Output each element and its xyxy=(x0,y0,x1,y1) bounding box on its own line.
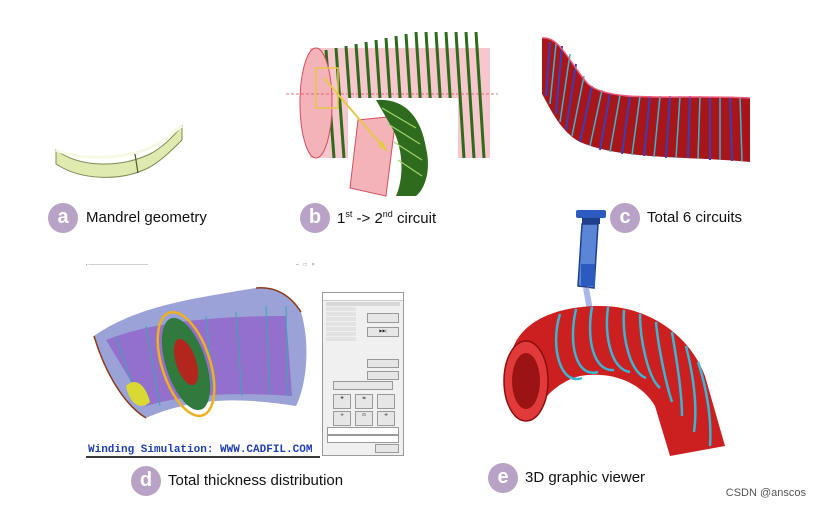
dialog-checkbox-row-2[interactable] xyxy=(326,312,356,316)
circuit-transition-image xyxy=(286,31,498,198)
caption-b-ordinal-1: 1 xyxy=(337,210,346,227)
graphics-options-dialog[interactable]: ▶▶| ✥ ⇆ ✢ ⊡ ✣ xyxy=(322,292,404,456)
watermark: CSDN @anscos xyxy=(725,487,806,499)
move-view-icon[interactable]: ✣ xyxy=(377,411,395,426)
pan-view-icon[interactable]: ✢ xyxy=(333,411,351,426)
dialog-title-bar xyxy=(323,293,403,301)
window-controls[interactable]: –□× xyxy=(296,262,320,268)
simulation-banner: Winding Simulation: WWW.CADFIL.COM xyxy=(88,444,313,456)
caption-b-arrow-2: -> 2 xyxy=(352,210,383,227)
dialog-checkbox-row-3[interactable] xyxy=(326,317,356,321)
caption-b-circuit: circuit xyxy=(392,210,437,227)
dialog-step-controls[interactable]: ▶▶| xyxy=(367,327,399,337)
window-title-bar: ▪ ───────────────────── xyxy=(86,262,149,267)
dialog-options-row xyxy=(326,302,400,306)
dialog-dropdown-2[interactable] xyxy=(327,435,399,443)
dialog-checkbox-row-1[interactable] xyxy=(326,307,356,311)
dialog-checkbox-row-5[interactable] xyxy=(326,327,356,331)
dialog-playback-button[interactable] xyxy=(367,313,399,323)
dialog-checkbox-row-4[interactable] xyxy=(326,322,356,326)
help-button[interactable] xyxy=(377,394,395,409)
panel-a xyxy=(50,110,190,190)
badge-e: e xyxy=(488,463,518,493)
dialog-close-button[interactable] xyxy=(375,444,399,453)
dialog-checkbox-row-6[interactable] xyxy=(326,332,356,336)
badge-d: d xyxy=(131,466,161,496)
dialog-dropdown-1[interactable] xyxy=(327,427,399,435)
panel-d xyxy=(86,276,322,446)
badge-b: b xyxy=(300,203,330,233)
badge-a: a xyxy=(48,203,78,233)
dialog-wide-button[interactable] xyxy=(333,381,393,390)
caption-b: 1st -> 2nd circuit xyxy=(337,209,436,227)
panel-c xyxy=(540,34,752,164)
panel-e xyxy=(490,206,740,456)
rotate-view-icon[interactable]: ⇆ xyxy=(355,394,373,409)
simulation-status-line xyxy=(86,456,320,458)
badge-c: c xyxy=(610,203,640,233)
six-circuits-image xyxy=(541,37,751,162)
dialog-checkbox-row-7[interactable] xyxy=(326,337,356,341)
zoom-view-icon[interactable]: ⊡ xyxy=(355,411,373,426)
fit-view-icon[interactable]: ✥ xyxy=(333,394,351,409)
dialog-side-button-1[interactable] xyxy=(367,359,399,368)
caption-d: Total thickness distribution xyxy=(168,472,344,489)
graphic-viewer-image xyxy=(503,210,725,456)
caption-c: Total 6 circuits xyxy=(647,209,743,226)
caption-e: 3D graphic viewer xyxy=(525,469,646,486)
caption-b-sup-2: nd xyxy=(382,209,393,219)
thickness-distribution-image xyxy=(93,287,307,419)
mandrel-geometry-image xyxy=(55,124,183,178)
caption-a: Mandrel geometry xyxy=(86,209,207,226)
panel-b xyxy=(286,28,498,198)
dialog-side-button-2[interactable] xyxy=(367,371,399,380)
caption-b-sup-1: st xyxy=(345,209,353,219)
